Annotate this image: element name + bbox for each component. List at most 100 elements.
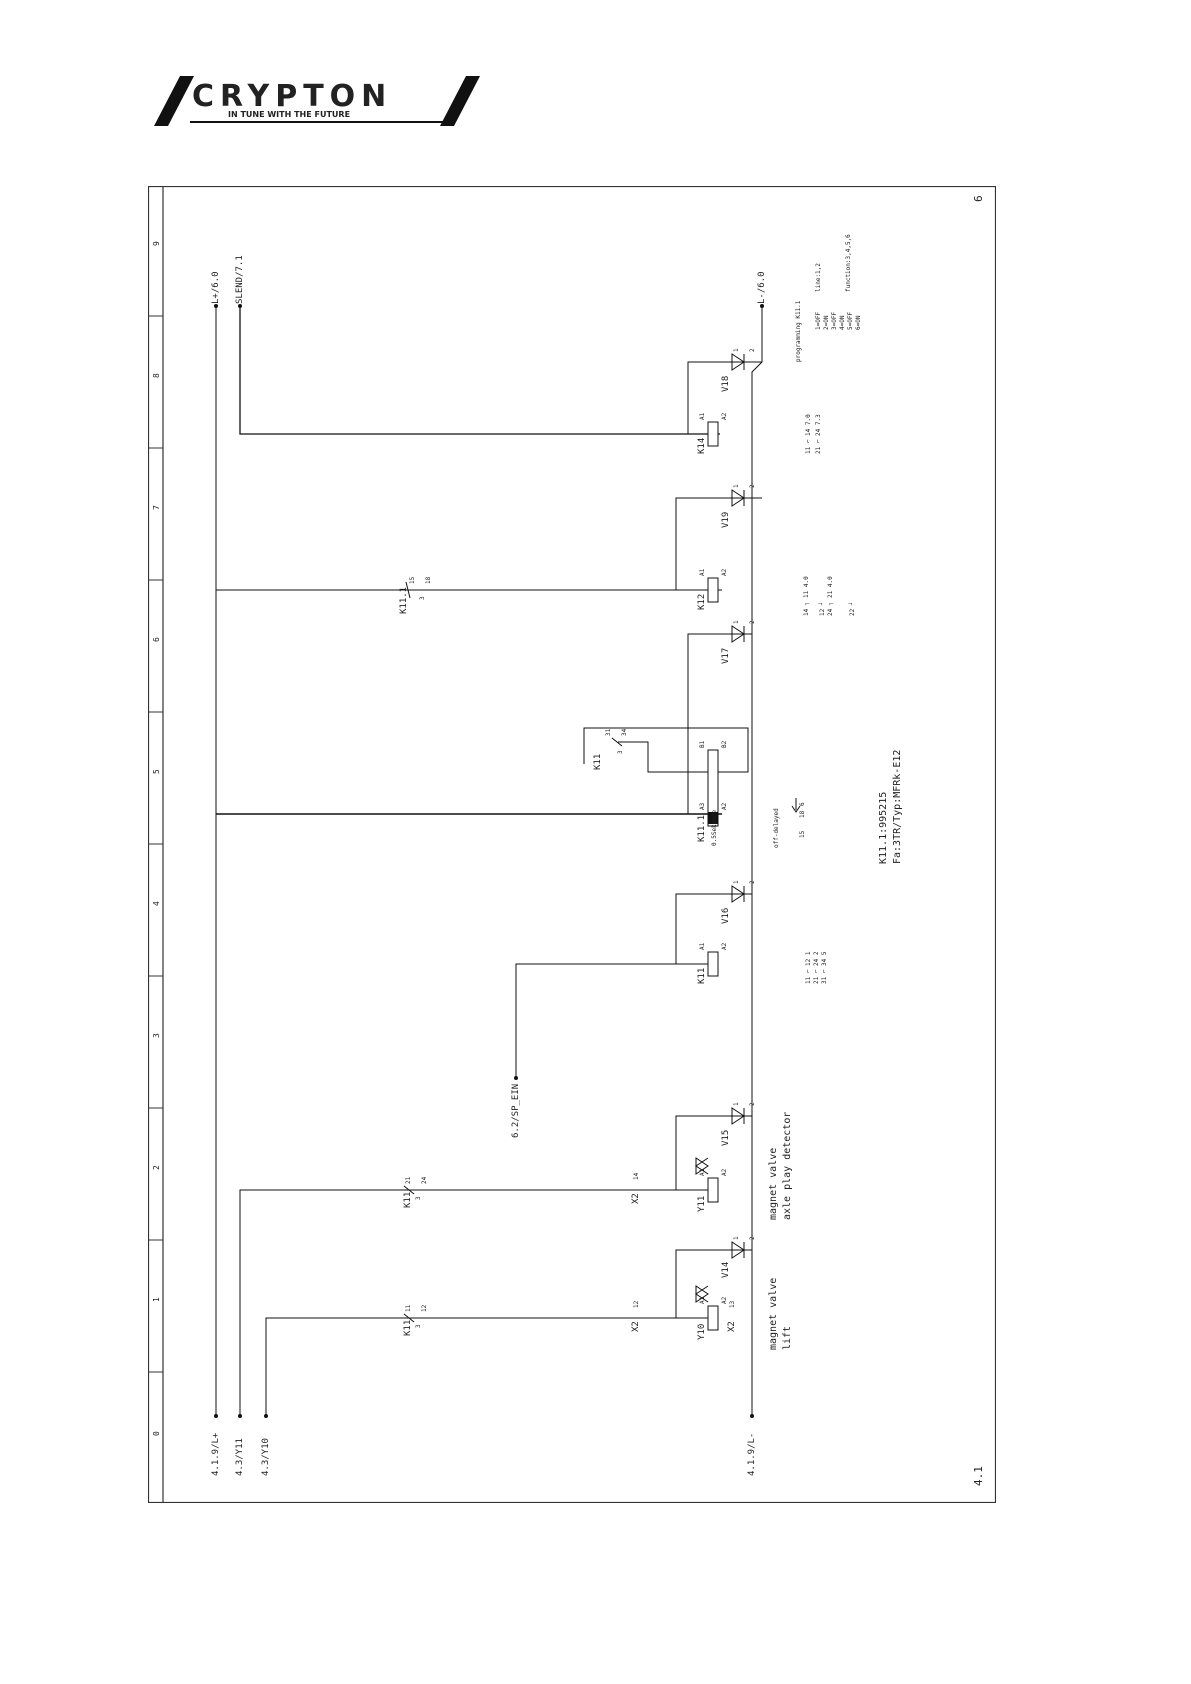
note-k11-spec: K11.1:995215: [878, 792, 889, 864]
x2-14-label: X2: [631, 1193, 641, 1204]
k12-coil: [707, 577, 719, 603]
contact-pin: 3: [415, 1196, 422, 1200]
grid-ticks: [148, 315, 163, 1373]
programming-state: 5=OFF: [847, 312, 854, 330]
v18-diode: [731, 353, 745, 371]
column-number: 1: [152, 1297, 161, 1302]
rail-label-y10-bottom: 4.3/Y10: [261, 1438, 271, 1476]
x2-12-label: X2: [631, 1321, 641, 1332]
contact-pin: 34: [621, 728, 628, 736]
programming-state: 6=ON: [855, 315, 862, 330]
coil-pin-a2: A2: [721, 568, 728, 576]
rail-label-lplus-top: L+/6.0: [211, 271, 221, 304]
contact-pin: 3: [419, 596, 426, 600]
note-od-15: 15: [799, 830, 806, 838]
coil-pin-a2: A2: [721, 1168, 728, 1176]
coil-pin-a1: A1: [699, 412, 706, 420]
diode-pin-1: 1: [733, 620, 740, 624]
contact-pin: 18: [425, 576, 432, 584]
v17-diode: [731, 625, 745, 643]
logo-tagline: IN TUNE WITH THE FUTURE: [228, 110, 350, 119]
x2-13-label: X2: [727, 1321, 737, 1332]
schematic-sheet: 9 8 7 6 5 4 3 2 1 0 6 4.1: [148, 186, 996, 1503]
note-magnet-valve-axle: magnet valve: [768, 1148, 779, 1220]
coil-pin-a1: A1: [699, 568, 706, 576]
ref-k14-line: 21 ⌐ 24 7.3: [815, 414, 822, 454]
v17-label: V17: [721, 648, 731, 664]
programming-line: line:1,2: [815, 263, 822, 292]
coil-pin-a2: A2: [721, 1296, 728, 1304]
logo-left-swoosh: [154, 76, 194, 126]
k11-1-timer-coil: [707, 749, 719, 827]
coil-pin-a1: A1: [699, 942, 706, 950]
terminal-pin: 14: [633, 1172, 640, 1180]
coil-pin-b1: B1: [699, 740, 706, 748]
contact-pin: 24: [421, 1176, 428, 1184]
v16-label: V16: [721, 908, 731, 924]
v15-diode: [731, 1107, 745, 1125]
diode-pin-1: 1: [733, 348, 740, 352]
note-off-delayed: off-delayed: [773, 808, 780, 848]
note-fa-typ: Fa:3TR/Typ:MFRk-E12: [892, 750, 903, 864]
k11-1-timer-label: K11.1: [697, 815, 707, 842]
coil-pin-b2: B2: [721, 740, 728, 748]
column-number: 7: [152, 505, 161, 510]
column-number: 0: [152, 1431, 161, 1436]
rail-label-y11-bottom: 4.3/Y11: [235, 1438, 245, 1476]
ref-k12-line: 14 ┐ 11 4.0: [803, 576, 810, 616]
relay-coils: [707, 421, 719, 1331]
column-number: 4: [152, 901, 161, 906]
logo-brand: CRYPTON: [192, 79, 392, 114]
y10-coil: [707, 1305, 719, 1331]
contact-pin: 3: [617, 750, 624, 754]
column-number: 2: [152, 1165, 161, 1170]
v14-label: V14: [721, 1262, 731, 1278]
contact-pin: 15: [409, 576, 416, 584]
wiring: [215, 306, 763, 1416]
column-number: 3: [152, 1033, 161, 1038]
diode-pin-1: 1: [733, 1102, 740, 1106]
programming-state: 3=OFF: [831, 312, 838, 330]
contact-pin: 3: [415, 1324, 422, 1328]
diode-pin-2: 2: [749, 880, 756, 884]
contacts: [403, 581, 801, 1323]
note-od-6: 6: [799, 802, 806, 806]
note-magnet-valve-lift: magnet valve: [768, 1278, 779, 1350]
k12-label: K12: [697, 594, 707, 610]
valve-symbols: [695, 1157, 709, 1303]
programming-state: 1=OFF: [815, 312, 822, 330]
ref-k14-line: 11 ⌐ 14 7.0: [805, 414, 812, 454]
diode-pin-2: 2: [749, 484, 756, 488]
diode-pin-2: 2: [749, 348, 756, 352]
rail-label-lplus-bottom: 4.1.9/L+: [211, 1432, 221, 1476]
rail-label-lminus-top: L-/6.0: [757, 271, 767, 304]
k11-21-label: K11: [403, 1192, 413, 1208]
y11-coil: [707, 1177, 719, 1203]
v15-label: V15: [721, 1130, 731, 1146]
coil-pin-a1: A1: [699, 1168, 706, 1176]
logo-right-swoosh: [440, 76, 480, 126]
crypton-logo: CRYPTON IN TUNE WITH THE FUTURE: [154, 76, 480, 126]
k11-coil: [707, 951, 719, 977]
coil-pin-a2: A2: [721, 942, 728, 950]
diode-pin-1: 1: [733, 1236, 740, 1240]
diode-pin-2: 2: [749, 1236, 756, 1240]
diode-pin-1: 1: [733, 484, 740, 488]
timer-value: 0.5Sekunde: [711, 809, 718, 846]
k11-coil-label: K11: [697, 968, 707, 984]
y11-label: Y11: [697, 1196, 707, 1212]
diode-pin-2: 2: [749, 1102, 756, 1106]
k11-1-switch-label: K11.1: [399, 587, 409, 614]
coil-pin-a3: A3: [699, 802, 706, 810]
contact-pin: 21: [405, 1176, 412, 1184]
programming-function: function:3,4,5,6: [845, 234, 852, 292]
terminal-pin: 13: [729, 1300, 736, 1308]
note-lift: lift: [782, 1326, 793, 1350]
column-number: 6: [152, 637, 161, 642]
column-number: 8: [152, 373, 161, 378]
terminals: [214, 304, 764, 1418]
column-number: 9: [152, 241, 161, 246]
k11-11-label: K11: [403, 1320, 413, 1336]
contact-pin: 12: [421, 1304, 428, 1312]
rail-label-slend-top: SLEND/7.1: [235, 255, 245, 304]
